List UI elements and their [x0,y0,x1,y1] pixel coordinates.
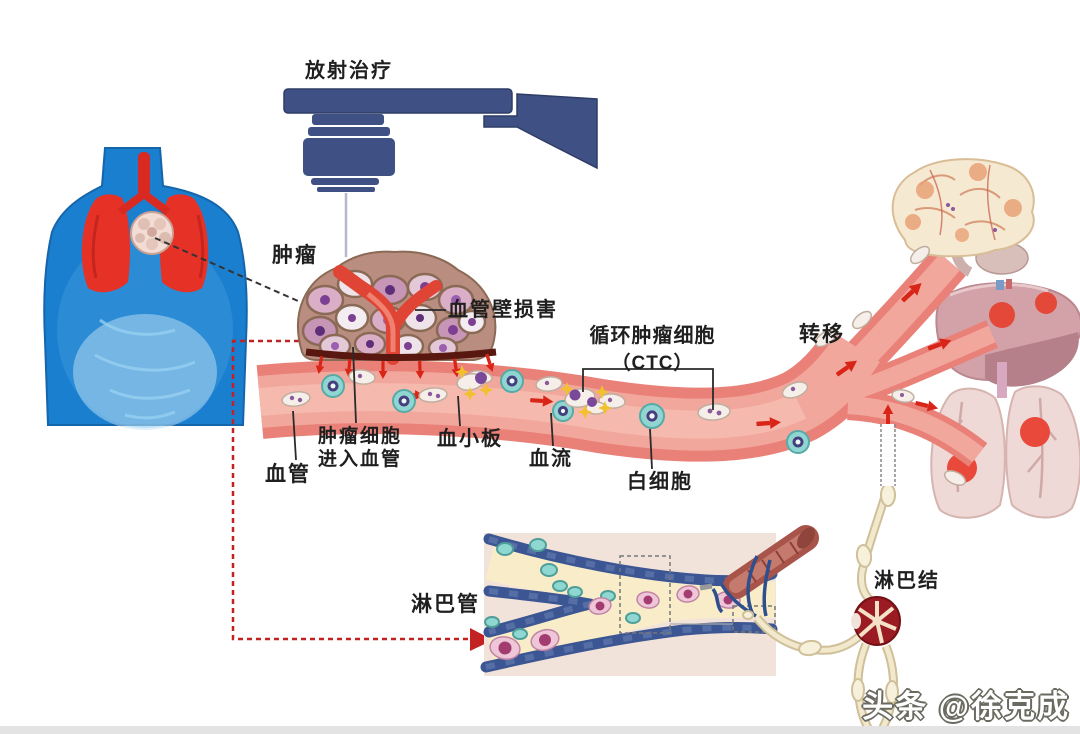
radiotherapy-machine [283,88,598,267]
capillary-stub [699,583,713,591]
tumor-vasculature [333,265,442,365]
label-pointer-lines [292,309,714,470]
dashed-route-arrowhead [470,628,493,651]
leukocytes [321,369,810,454]
tumor-mass [297,250,497,365]
label-blood-flow: 血流 [529,448,573,470]
label-blood-vessel: 血管 [265,463,311,486]
label-ctc-line1: 循环肿瘤细胞 [589,325,716,347]
tumor-zoom-pointer-line [154,237,299,302]
platelet-cluster-labeled [455,365,493,401]
label-radiotherapy: 放射治疗 [305,60,393,82]
label-tumor: 肿瘤 [272,244,318,267]
inset-magnify-frame [619,555,671,634]
label-tumor-cells-enter-line2: 进入血管 [318,448,403,470]
dashed-route-to-lymphatics [231,339,493,651]
lymph-duct-valve-beads [742,483,899,704]
label-white-blood-cell: 白细胞 [627,471,693,493]
lymphatic-ducts [753,484,898,734]
primary-tumor-in-lung [130,211,174,255]
platelet-ctc-cluster [560,382,612,419]
dashed-duct-to-vessel [880,424,896,486]
label-ctc: 循环肿瘤细胞 （CTC） [575,319,730,375]
label-vessel-wall-damage: 血管壁损害 [448,299,558,321]
label-lymph-vessel: 淋巴管 [411,593,480,616]
label-metastasis: 转移 [799,323,845,346]
label-ctc-line2: （CTC） [611,353,694,374]
label-lymph-node: 淋巴结 [874,570,940,592]
capillary-magnify-frame [732,605,776,633]
label-tumor-cells-enter-line1: 肿瘤细胞 [318,426,403,447]
inset-tumor-cell-nuclei [498,589,733,655]
watermark: 头条 @徐克成 [862,689,1070,724]
lymph-node-system [699,424,901,734]
lymph-vessel-inset [480,533,778,676]
label-tumor-cells-enter: 肿瘤细胞 进入血管 [318,426,402,472]
human-torso-illustration [43,147,299,430]
brain-organ [891,158,1035,277]
lymph-node [851,596,901,646]
lungs-in-torso [81,152,209,293]
bottom-edge-bar [0,726,1080,734]
ctc-bracket [582,368,714,410]
damaged-vessel-wall [305,348,497,361]
label-platelets: 血小板 [437,428,503,450]
